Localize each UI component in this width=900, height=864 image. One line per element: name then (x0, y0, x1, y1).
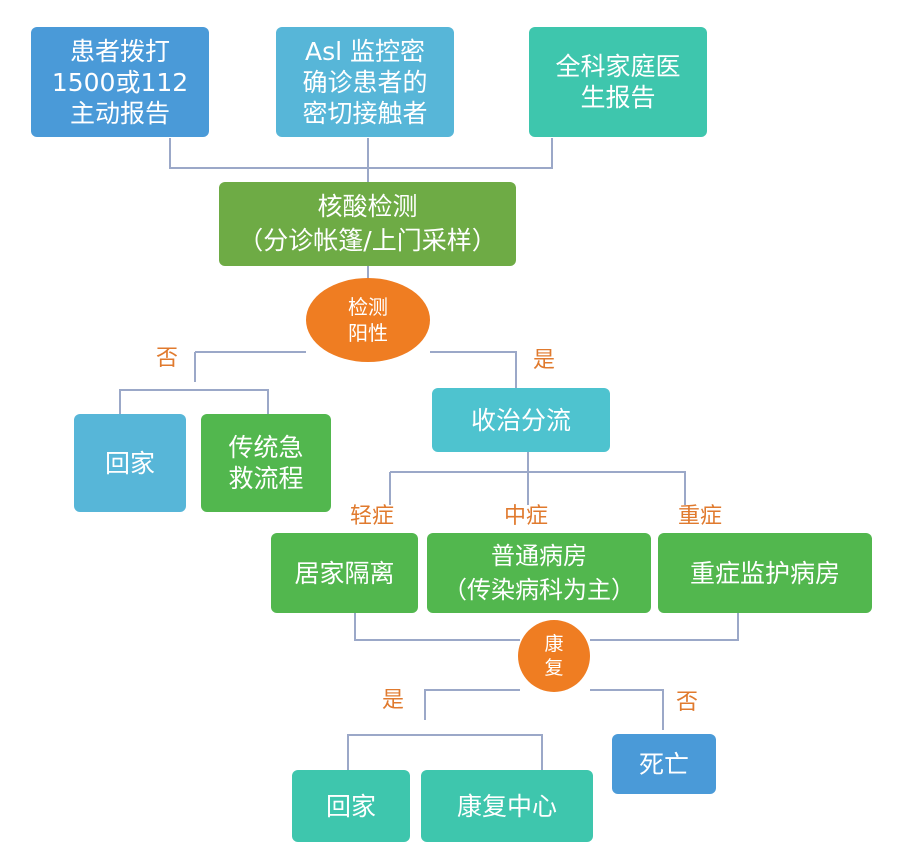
nucleic-acid-test-node: 核酸检测 （分诊帐篷/上门采样） (219, 182, 516, 266)
gp-report-node: 全科家庭医 生报告 (529, 27, 707, 137)
label-yes-recovered: 是 (382, 688, 405, 713)
label-yes-positive: 是 (533, 348, 556, 373)
emergency-procedure-node: 传统急 救流程 (201, 414, 331, 512)
final-go-home-node: 回家 (292, 770, 410, 842)
icu-node: 重症监护病房 (658, 533, 872, 613)
asl-contact-tracing-node: Asl 监控密 确诊患者的 密切接触者 (276, 27, 454, 137)
label-severe: 重症 (678, 504, 723, 529)
recovery-decision: 康 复 (518, 620, 590, 692)
patient-self-report-node: 患者拨打 1500或112 主动报告 (31, 27, 209, 137)
label-no-not-recovered: 否 (676, 690, 699, 715)
general-ward-node: 普通病房 （传染病科为主） (427, 533, 651, 613)
go-home-node: 回家 (74, 414, 186, 512)
death-node: 死亡 (612, 734, 716, 794)
label-no-negative: 否 (156, 346, 179, 371)
label-moderate: 中症 (504, 504, 549, 529)
label-mild: 轻症 (350, 504, 395, 529)
triage-node: 收治分流 (432, 388, 610, 452)
home-isolation-node: 居家隔离 (271, 533, 418, 613)
rehab-center-node: 康复中心 (421, 770, 593, 842)
test-positive-decision: 检测 阳性 (306, 278, 430, 362)
